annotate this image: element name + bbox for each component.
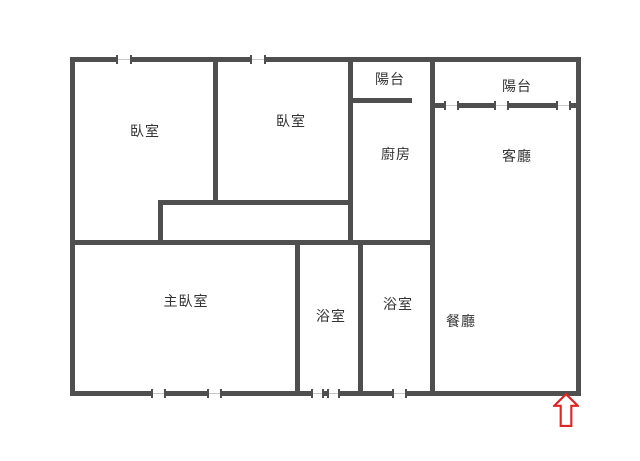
entrance-arrow-icon [553,393,579,427]
wall-center-vertical [430,57,435,396]
room-label-dining-room: 餐廳 [446,313,476,329]
room-label-balcony-middle: 陽台 [375,71,405,87]
room-label-bedroom-1: 臥室 [130,123,160,139]
window-icon [311,389,324,398]
window-icon [556,101,571,110]
window-icon [494,101,509,110]
room-label-bathroom-2: 浴室 [383,296,413,312]
window-icon [392,389,407,398]
wall-lower-rooms-top [70,240,435,245]
wall-bathroom1-left [295,240,300,396]
room-label-balcony-right: 陽台 [502,78,532,94]
wall-outer-top [70,57,581,62]
wall-outer-right [576,57,581,396]
wall-kitchen-balcony-divider [348,98,412,103]
window-icon [151,389,166,398]
wall-kitchen-left [348,57,353,245]
room-label-bathroom-1: 浴室 [316,308,346,324]
window-icon [327,389,340,398]
wall-outer-left [70,57,75,396]
window-icon [250,55,266,64]
room-label-living-room: 客廳 [502,148,532,164]
wall-outer-bottom [70,391,581,396]
wall-hallway-jog [158,200,163,245]
window-icon [116,55,132,64]
window-icon [444,101,459,110]
room-label-kitchen: 廚房 [381,146,411,162]
wall-bathroom2-left [358,240,363,396]
room-label-master-bedroom: 主臥室 [163,293,209,309]
wall-hallway-top [158,200,353,205]
wall-bedrooms-divider [213,57,218,205]
window-icon [207,389,222,398]
room-label-bedroom-2: 臥室 [276,113,306,129]
